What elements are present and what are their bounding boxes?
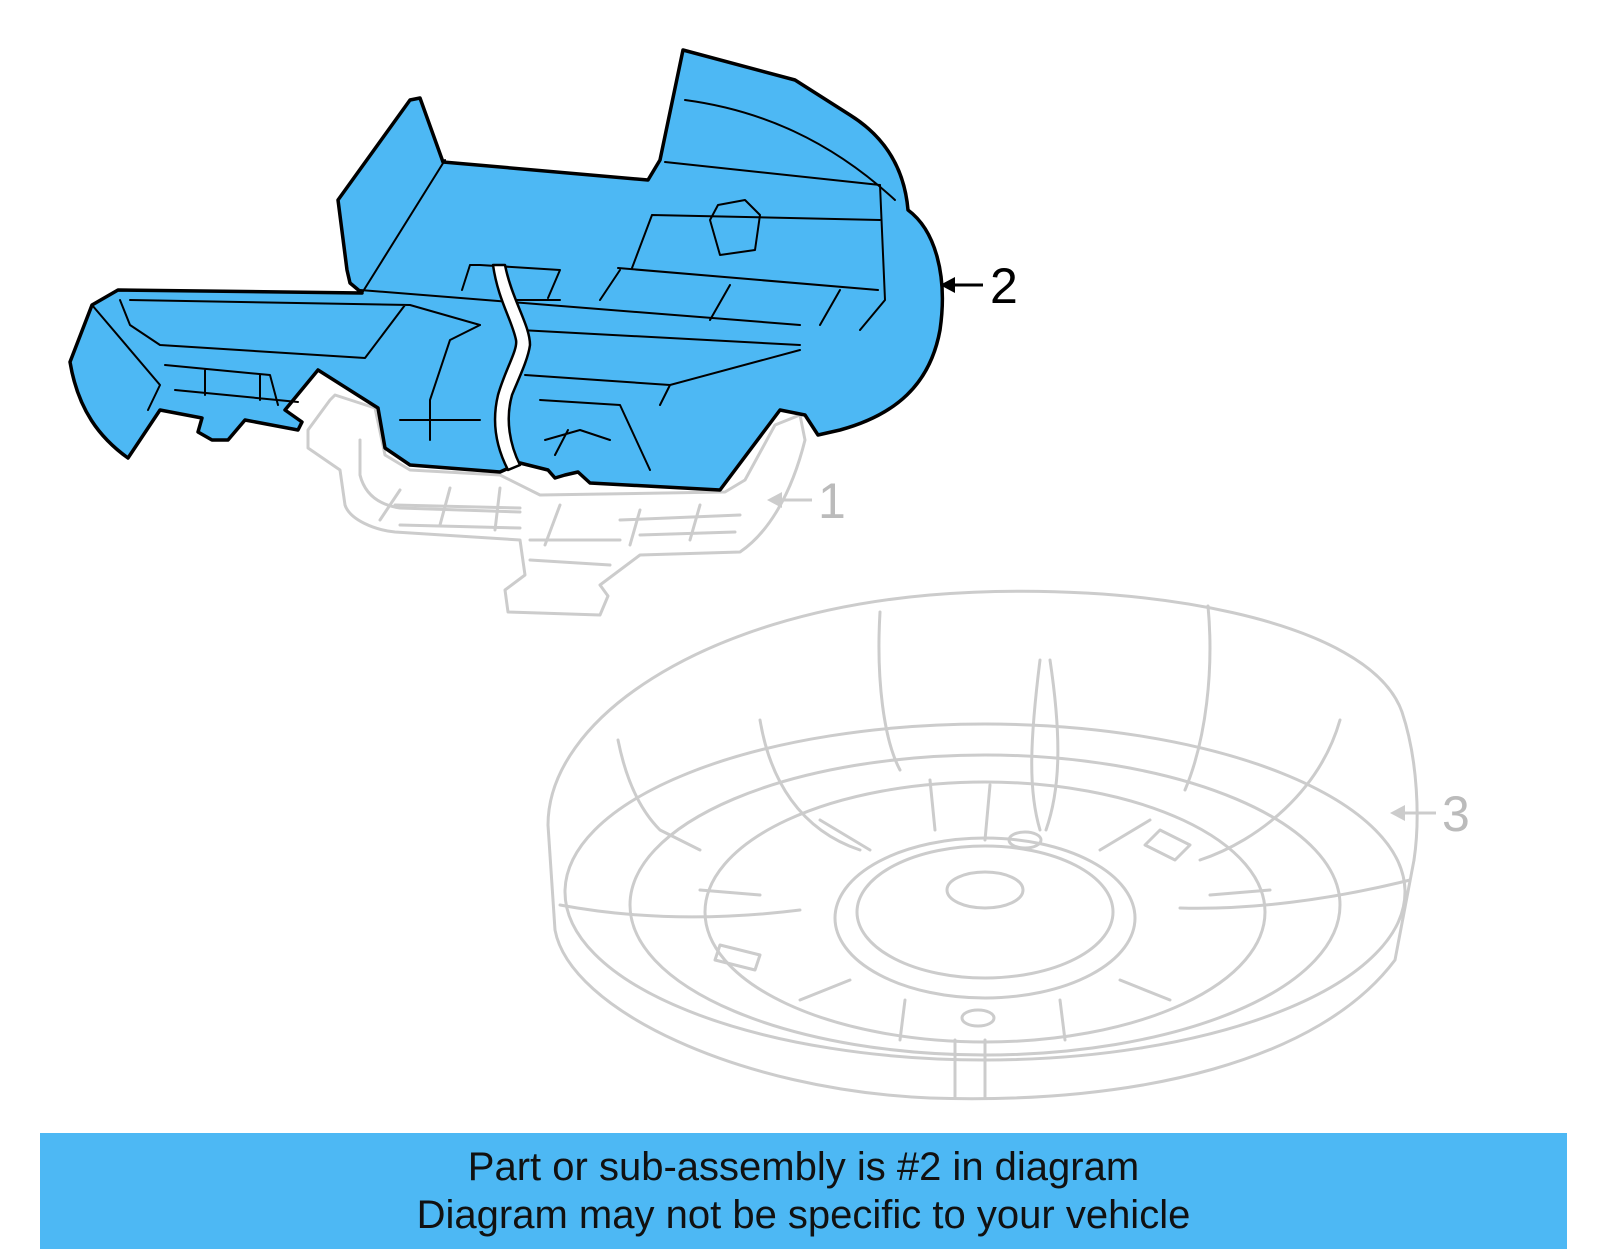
callout-1-arrowhead	[767, 492, 782, 508]
callout-3-arrowhead	[1390, 805, 1405, 821]
callout-3-number: 3	[1442, 786, 1470, 842]
banner-line-disclaimer: Diagram may not be specific to your vehi…	[416, 1193, 1191, 1237]
callout-3: 3	[1390, 786, 1470, 842]
callout-1: 1	[767, 473, 846, 529]
callout-2: 2	[940, 258, 1018, 314]
callout-2-number: 2	[990, 258, 1018, 314]
callout-1-number: 1	[818, 473, 846, 529]
callout-2-arrowhead	[940, 277, 955, 293]
info-banner: Part or sub-assembly is #2 in diagram Di…	[40, 1133, 1567, 1249]
parts-diagram: 2 1 3	[68, 48, 1470, 1101]
banner-line-part-number: Part or sub-assembly is #2 in diagram	[467, 1145, 1140, 1189]
part-2-tray-cover	[68, 48, 945, 492]
part-1-lower-tray	[306, 393, 807, 617]
part-3-spare-wheel	[546, 589, 1419, 1101]
